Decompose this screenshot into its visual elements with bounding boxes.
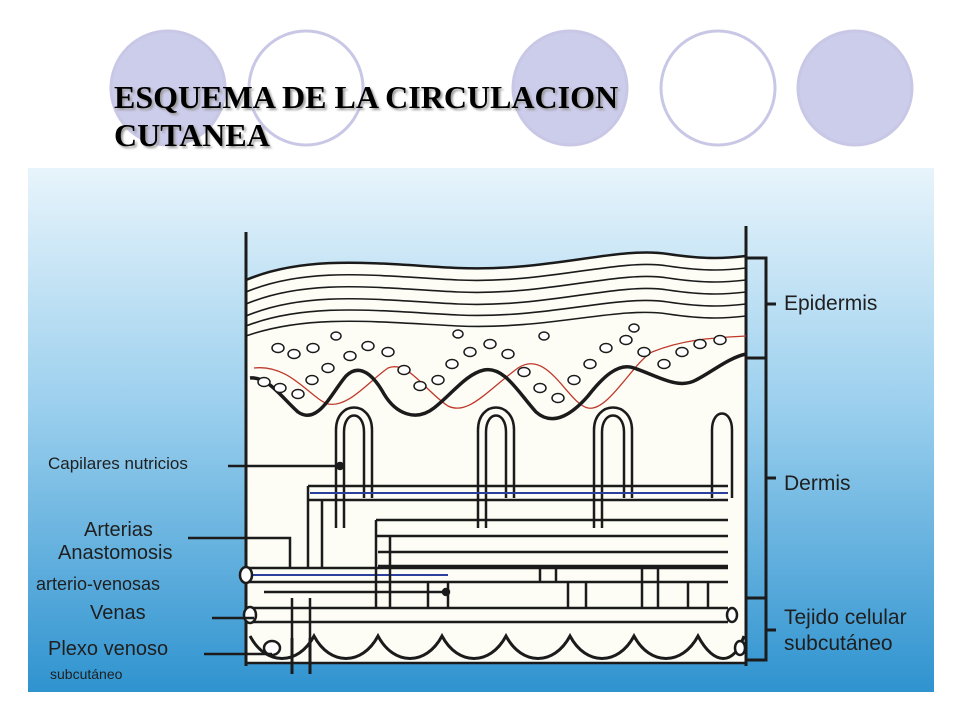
label-plexus-1: Plexo venoso: [48, 638, 169, 660]
label-anastomosis-2: arterio-venosas: [36, 574, 161, 594]
dermal-papillae-boundary: [249, 352, 747, 421]
slide-title: ESQUEMA DE LA CIRCULACION CUTANEA: [114, 78, 734, 154]
deco-circle-5: [796, 29, 914, 147]
subcutaneous-plexus: [248, 632, 746, 660]
blue-vessels: [248, 492, 728, 576]
slide-title-line-1: ESQUEMA DE LA CIRCULACION: [114, 79, 619, 115]
skin-circulation-diagram: [28, 168, 934, 692]
vessel-end-caps: [238, 565, 747, 657]
label-capillaries: Capilares nutricios: [48, 454, 188, 473]
label-epidermis: Epidermis: [784, 292, 878, 315]
skin-circulation-figure: Capilares nutricios Arterias Anastomosis…: [28, 168, 934, 692]
right-bracket: [746, 256, 776, 662]
deco-circle-1: [109, 29, 227, 147]
left-leader-lines: [188, 461, 451, 656]
horizontal-vessels: [246, 484, 728, 638]
label-subcutaneous-1: Tejido celular: [784, 606, 907, 629]
label-plexus-2: subcutáneo: [50, 666, 123, 682]
slide-title-line-2: CUTANEA: [114, 117, 270, 153]
capillary-loops: [334, 406, 734, 528]
label-dermis: Dermis: [784, 472, 851, 495]
deco-circle-4: [659, 29, 777, 147]
decorative-circles: [109, 29, 914, 147]
deco-circle-3: [511, 29, 629, 147]
venous-stub: [290, 638, 312, 674]
vertical-connectors: [306, 486, 710, 608]
deco-circle-2: [247, 29, 365, 147]
label-subcutaneous-2: subcutáneo: [784, 632, 893, 655]
label-anastomosis-1: Anastomosis: [58, 542, 173, 564]
label-veins: Venas: [90, 602, 146, 624]
epidermal-cells: [257, 323, 727, 404]
label-arteries: Arterias: [84, 519, 153, 541]
